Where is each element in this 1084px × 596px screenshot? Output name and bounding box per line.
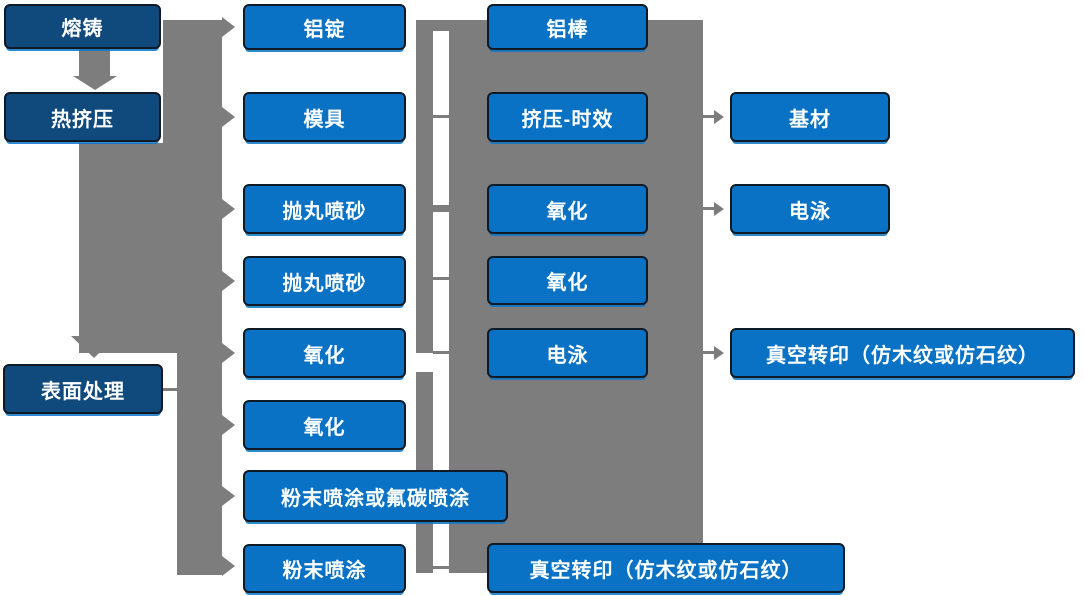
node-oxidation-b: 氧化 [243, 400, 406, 450]
node-vacuum-transfer-print-right: 真空转印（仿木纹或仿石纹） [730, 328, 1075, 378]
node-substrate: 基材 [730, 92, 890, 142]
node-electrophoresis-a: 电泳 [487, 328, 648, 378]
node-powder-or-fluorocarbon-coating: 粉末喷涂或氟碳喷涂 [243, 470, 508, 522]
arrow-right-icon [714, 346, 724, 360]
arrow-right-icon [222, 199, 235, 219]
connector-left-trunk-bottom [177, 353, 222, 575]
connector-bus-row-shot-blasting-2 [430, 277, 449, 280]
connector-surface-treatment-line [163, 388, 179, 391]
arrow-right-icon [222, 17, 235, 37]
node-shot-blasting-sandblasting-1: 抛丸喷砂 [243, 184, 406, 234]
node-oxidation-a: 氧化 [243, 328, 406, 378]
connector-arrow-shaft [703, 351, 714, 354]
node-electrophoresis-b: 电泳 [730, 184, 890, 234]
node-shot-blasting-sandblasting-2: 抛丸喷砂 [243, 256, 406, 306]
node-melting-casting: 熔铸 [4, 4, 161, 49]
connector-bus-row-oxidation [433, 351, 449, 354]
arrow-down-icon [73, 76, 117, 90]
arrow-right-icon [714, 202, 724, 216]
connector-arrow-shaft [703, 207, 714, 210]
connector-melting-to-extrusion [79, 48, 110, 78]
node-vacuum-transfer-print-bottom: 真空转印（仿木纹或仿石纹） [487, 543, 845, 593]
arrow-right-icon [222, 107, 235, 127]
connector-left-trunk-wide [79, 143, 222, 353]
connector-mid-bus-upper [416, 20, 433, 353]
arrow-right-icon [714, 110, 724, 124]
node-mold: 模具 [243, 92, 406, 142]
arrow-right-icon [222, 271, 235, 291]
node-hot-extrusion: 热挤压 [4, 92, 161, 142]
arrow-right-icon [222, 556, 235, 576]
arrow-right-icon [222, 486, 235, 506]
arrow-down-icon [71, 336, 117, 358]
connector-arrow-shaft [703, 115, 714, 118]
connector-left-trunk-top [163, 20, 222, 145]
node-aluminum-ingot: 铝锭 [243, 4, 406, 50]
connector-bus-to-block-top [433, 20, 449, 31]
arrow-right-icon [222, 343, 235, 363]
node-oxidation-c: 氧化 [487, 184, 648, 234]
node-extrusion-aging: 挤压-时效 [487, 92, 648, 142]
node-powder-coating: 粉末喷涂 [243, 544, 406, 593]
connector-bus-row-mold [433, 115, 449, 118]
node-aluminum-rod: 铝棒 [487, 4, 648, 50]
node-surface-treatment: 表面处理 [3, 364, 163, 414]
node-oxidation-d: 氧化 [487, 256, 648, 305]
arrow-right-icon [222, 415, 235, 435]
connector-bus-row-shot-blasting-1 [430, 205, 449, 212]
connector-bus-row-powder-coating [433, 566, 449, 569]
